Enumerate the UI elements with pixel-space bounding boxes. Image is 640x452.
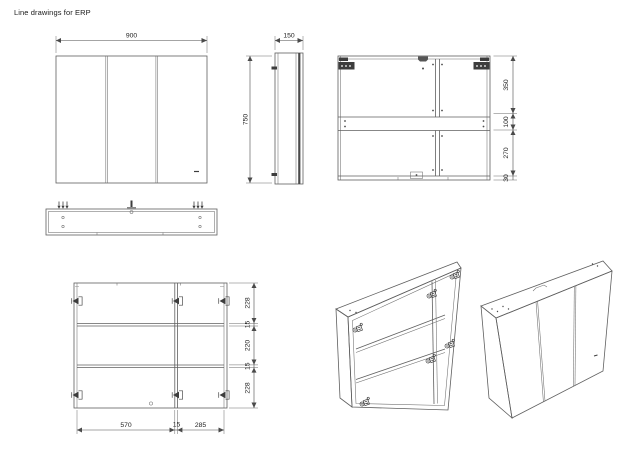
internal-divider [174, 283, 178, 408]
wall-bracket-left [338, 57, 355, 70]
iso-open-opening [352, 272, 457, 406]
dim-back-100: 100 [503, 116, 510, 128]
internal-view: 228 15 220 15 228 570 15 285 [71, 282, 258, 434]
side-view: 150 750 [243, 33, 304, 185]
back-right-dimensions: 350 100 270 30 [493, 55, 517, 182]
top-view-inner [48, 211, 215, 233]
back-view: 350 100 270 30 [337, 55, 517, 182]
side-hinge-mark-bottom [271, 173, 277, 176]
internal-right-dimensions: 228 15 220 15 228 [229, 282, 258, 409]
screw-cluster-right [191, 201, 205, 210]
iso-open-view [335, 261, 462, 411]
front-cabinet-outline [55, 55, 208, 184]
iso-hinge-hardware [351, 269, 462, 408]
top-view-outline [45, 208, 218, 236]
wall-bracket-right [473, 57, 490, 70]
bottom-hole [149, 401, 153, 406]
front-door-gaps [105, 56, 158, 183]
side-height-dimension: 750 [243, 55, 272, 184]
iso-door-mark [593, 354, 598, 357]
dim-side-height: 750 [243, 114, 250, 126]
iso-open-top-panel [335, 261, 462, 318]
dim-int-15-bottom: 15 [245, 362, 252, 370]
front-width-dimension: 900 [55, 33, 208, 53]
iso-closed-view [480, 260, 613, 420]
iso-closed-doors-face [495, 270, 613, 419]
screw-cluster-left [56, 201, 70, 210]
fixing-holes [61, 216, 202, 228]
internal-outline [73, 282, 228, 409]
iso-hanger-notch [532, 284, 548, 292]
top-view [45, 200, 218, 236]
middle-rail [338, 116, 490, 131]
dim-front-width: 900 [126, 33, 138, 40]
bottom-center-fitting [410, 171, 423, 179]
dim-int-15: 15 [173, 422, 181, 429]
dim-back-30: 30 [503, 174, 510, 182]
side-outline [274, 52, 304, 185]
dim-back-270: 270 [503, 147, 510, 159]
iso-divider [431, 279, 438, 405]
dim-int-220: 220 [245, 340, 252, 352]
dim-int-228-top: 228 [245, 297, 252, 309]
dim-int-285: 285 [195, 422, 207, 429]
dim-side-depth: 150 [283, 33, 295, 40]
side-depth-dimension: 150 [274, 33, 304, 50]
dim-int-228-bottom: 228 [245, 382, 252, 394]
side-hinge-mark-top [271, 66, 277, 70]
iso-door-gaps [535, 285, 577, 402]
iso-open-front-frame [347, 267, 462, 411]
dim-int-570: 570 [120, 422, 132, 429]
center-hanger [418, 56, 428, 70]
vertical-divider [432, 59, 443, 176]
front-view: 900 [55, 33, 208, 184]
shelves [77, 323, 224, 368]
sheet-title: Line drawings for ERP [14, 8, 91, 17]
iso-shelves [355, 314, 446, 384]
internal-bottom-dimensions: 570 15 285 [76, 410, 225, 434]
back-outline [337, 55, 491, 181]
dim-back-350: 350 [503, 79, 510, 91]
iso-closed-top-panel [480, 260, 613, 319]
hinge-symbols [71, 296, 230, 400]
center-bracket [127, 200, 136, 214]
dim-int-15-top: 15 [245, 321, 252, 329]
iso-top-holes [491, 263, 599, 313]
